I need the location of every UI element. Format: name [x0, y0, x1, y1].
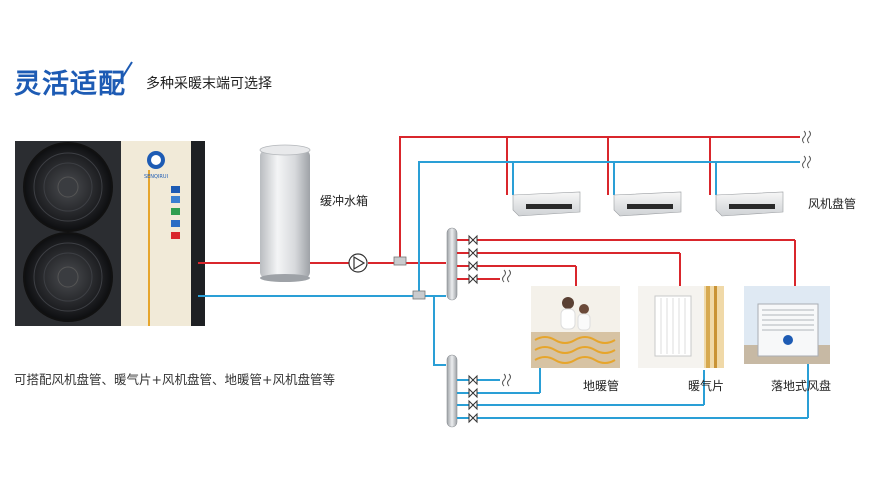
fan-coil-label: 风机盘管	[808, 197, 857, 211]
title-slash-decoration	[111, 61, 133, 95]
buffer-tank-label: 缓冲水箱	[320, 194, 369, 208]
return-tee-fitting	[412, 290, 426, 300]
compatibility-caption: 可搭配风机盘管、暖气片+风机盘管、地暖管+风机盘管等	[14, 372, 335, 387]
page-subtitle: 多种采暖末端可选择	[146, 76, 272, 92]
circulation-pump-icon	[348, 253, 368, 273]
fan-coil-units	[512, 191, 784, 217]
floor-heating-label: 地暖管	[583, 379, 620, 393]
heat-pump-unit: SENQIRUI	[15, 141, 205, 326]
radiator-label: 暖气片	[688, 379, 725, 393]
return-pipes	[198, 161, 800, 366]
supply-tee-fitting	[393, 256, 407, 266]
pipe-break-marks	[502, 130, 811, 387]
buffer-tank	[259, 144, 311, 282]
supply-manifold	[446, 227, 458, 301]
floor-fan-coil-label: 落地式风盘	[771, 379, 832, 393]
page-title: 灵活适配	[14, 69, 126, 100]
manifold-valves	[468, 234, 478, 424]
supply-pipes	[198, 136, 800, 264]
brand-name: SENQIRUI	[144, 174, 168, 180]
radiator-image	[638, 286, 724, 368]
return-manifold	[446, 354, 458, 428]
floor-fan-coil-image	[744, 286, 830, 364]
unit-side	[191, 141, 205, 326]
lower-manifold-branches	[457, 363, 809, 419]
floor-heating-image	[531, 286, 620, 368]
upper-manifold-branches	[457, 239, 796, 286]
